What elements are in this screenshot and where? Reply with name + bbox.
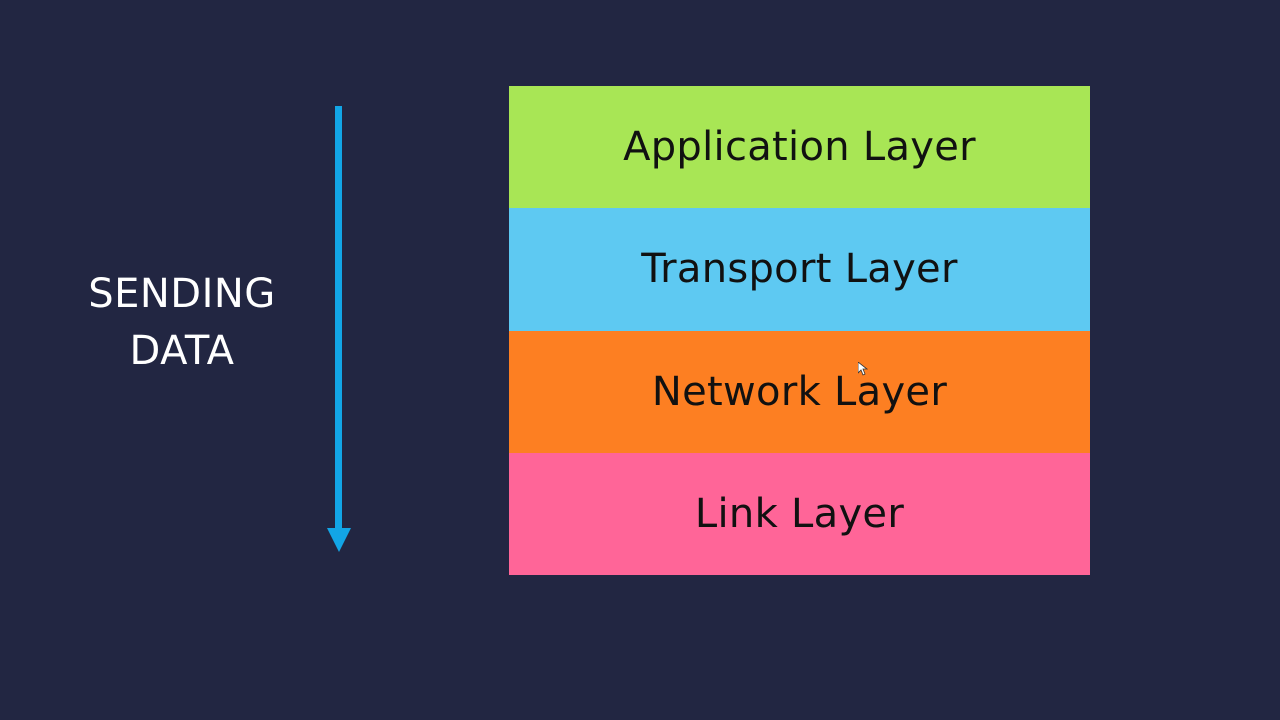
down-arrow-icon — [327, 106, 351, 552]
layer-application-label: Application Layer — [623, 124, 976, 171]
arrow-head — [327, 528, 351, 552]
layer-application: Application Layer — [509, 86, 1090, 209]
layer-link: Link Layer — [509, 452, 1090, 575]
direction-label-line-1: SENDING — [88, 271, 276, 317]
layer-stack: Application Layer Transport Layer Networ… — [509, 86, 1090, 575]
arrow-shaft — [335, 106, 342, 531]
layer-transport: Transport Layer — [509, 208, 1090, 331]
direction-label: SENDING DATA — [60, 266, 304, 380]
layer-network: Network Layer — [509, 330, 1090, 453]
direction-label-line-2: DATA — [129, 328, 235, 374]
layer-link-label: Link Layer — [694, 490, 905, 537]
layer-transport-label: Transport Layer — [641, 246, 958, 293]
mouse-pointer-icon — [858, 362, 868, 376]
layer-network-label: Network Layer — [651, 368, 948, 415]
